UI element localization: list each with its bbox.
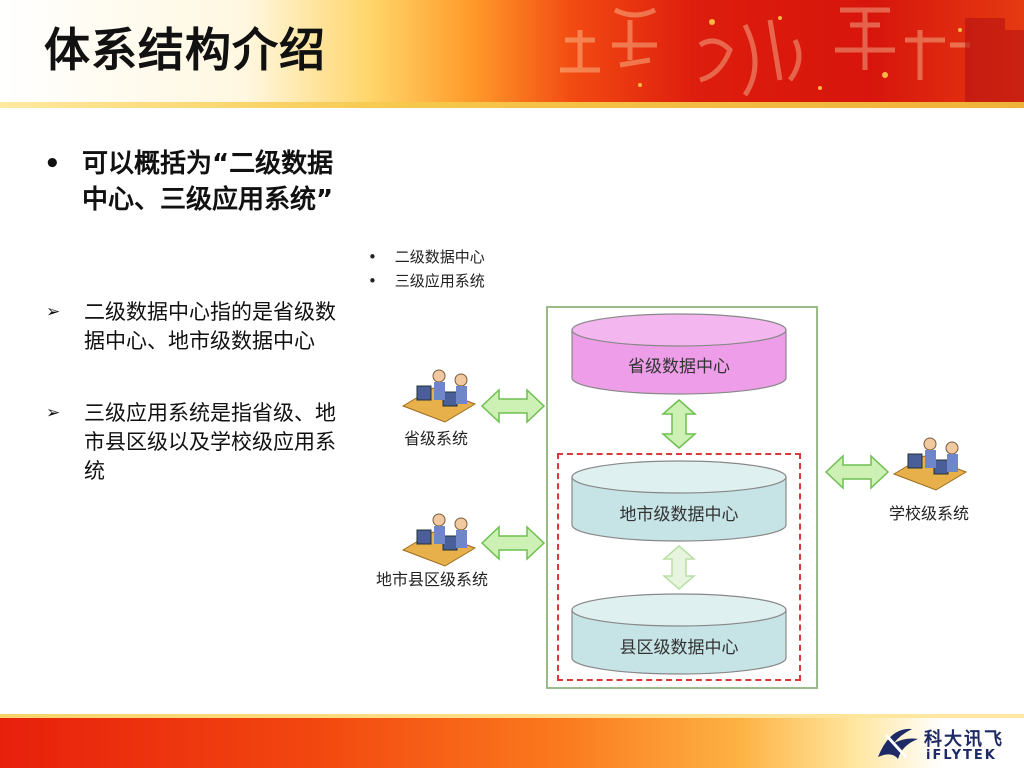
users-workstation-icon [892,437,968,491]
header-divider [0,102,1024,108]
county-data-center-label: 县区级数据中心 [619,638,739,658]
footer-banner [0,718,1024,768]
footer-divider [0,714,1024,719]
city-county-group-frame [557,453,801,681]
logo-chinese-name: 科大讯飞 [924,729,1004,750]
province-system-label: 省级系统 [404,429,469,448]
bullet-marker: • [44,149,61,179]
logo-english-name: iFLYTEK [926,748,997,763]
decorative-calligraphy [560,7,1024,102]
province-city-sync-arrow [661,399,697,449]
city-county-system-label: 地市县区级系统 [376,570,489,589]
legend-bullet: • [368,248,377,266]
province-data-center-cylinder [571,313,787,395]
arrow-bullet-icon: ➢ [46,302,61,322]
school-system-label: 学校级系统 [889,504,970,523]
data-center-frame [546,306,818,689]
main-bullet-text: 可以概括为“二级数据中心、三级应用系统” [82,149,334,215]
header-banner: 体系结构介绍 [0,0,1024,102]
diagram-legend-item: • 三级应用系统 [368,270,485,291]
province-data-center-label: 省级数据中心 [628,357,730,377]
main-bullet: • 可以概括为“二级数据中心、三级应用系统” [44,146,344,218]
slide-title: 体系结构介绍 [44,23,326,77]
county-data-center-cylinder [571,593,787,675]
arrow-bullet-icon: ➢ [46,403,61,423]
city-data-center-cylinder [571,460,787,542]
users-workstation-icon [401,513,477,567]
city-data-center-label: 地市级数据中心 [619,505,739,525]
iflytek-logo-icon [878,728,918,759]
province-system-arrow [480,388,546,424]
sub-bullet: ➢ 二级数据中心指的是省级数据中心、地市级数据中心 [46,298,356,356]
legend-label: 二级数据中心 [394,248,485,266]
sub-bullet: ➢ 三级应用系统是指省级、地市县区级以及学校级应用系统 [46,399,356,486]
legend-bullet: • [368,272,377,290]
diagram-legend-item: • 二级数据中心 [368,246,485,267]
city-county-sync-arrow [661,545,697,590]
users-workstation-icon [401,369,477,423]
legend-label: 三级应用系统 [394,272,485,290]
school-system-arrow [824,454,890,490]
city-county-system-arrow [480,525,546,561]
sub-bullet-text: 二级数据中心指的是省级数据中心、地市级数据中心 [84,300,336,353]
sub-bullet-text: 三级应用系统是指省级、地市县区级以及学校级应用系统 [84,401,336,483]
